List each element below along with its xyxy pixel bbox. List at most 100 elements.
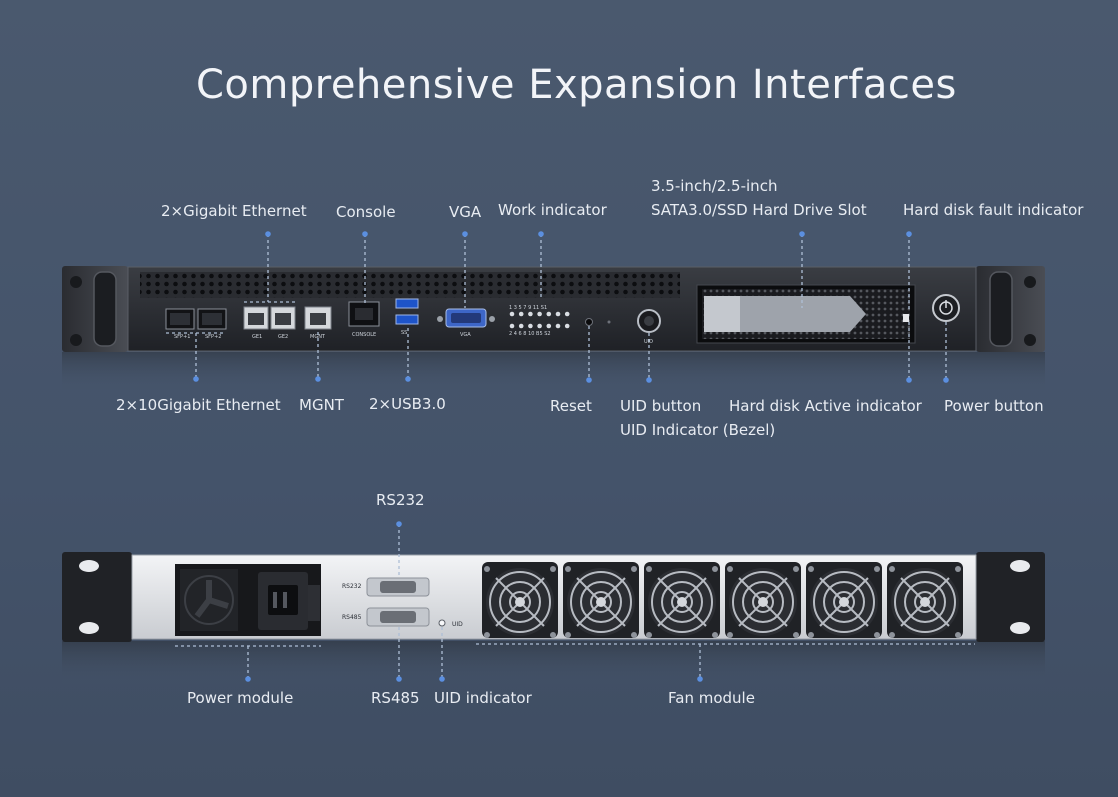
callout-dot [646, 377, 652, 383]
fan-screw [793, 632, 799, 638]
fan-screw [955, 632, 961, 638]
fan-screw [646, 566, 652, 572]
label-uid-indicator-bezel: UID Indicator (Bezel) [620, 421, 776, 439]
rj45-socket [310, 313, 326, 325]
front-ear-hole [70, 276, 82, 288]
fan-screw [484, 566, 490, 572]
fan-guard-ring [742, 581, 784, 623]
fan-hub [920, 597, 930, 607]
rs232-print: RS232 [342, 583, 362, 590]
callout-dot [315, 376, 321, 382]
indicator-led [537, 323, 542, 329]
label-uid-button: UID button [620, 397, 702, 415]
db9-socket [380, 611, 416, 623]
rear-ear-hole [1010, 622, 1030, 634]
usb-print: SS [401, 330, 407, 336]
rj45-socket [248, 313, 264, 325]
sfp2-print: SFP+2 [205, 334, 221, 340]
page-title: Comprehensive Expansion Interfaces [196, 62, 957, 108]
callout-dot [586, 377, 592, 383]
callout-dot [193, 376, 199, 382]
drive-tray-face [704, 296, 740, 332]
front-handle-right [989, 271, 1013, 347]
label-uid-indicator: UID indicator [434, 689, 532, 707]
indicator-led [555, 311, 561, 317]
sfp-cage [202, 313, 222, 325]
callout-dot [396, 521, 402, 527]
label-console: Console [336, 203, 396, 221]
callout-dot [265, 231, 271, 237]
front-vent [140, 272, 680, 298]
fan-guard-ring [914, 591, 936, 613]
rear-uid-led [438, 619, 446, 627]
fan-screw [712, 566, 718, 572]
drive-latch [903, 314, 909, 322]
label-drive-slot-line1: 3.5-inch/2.5-inch [651, 177, 778, 195]
indicator-led [537, 311, 542, 317]
led-row2-print: 2 4 6 8 10 B5 S2 [509, 331, 551, 337]
rear-uid-print: UID [452, 621, 463, 628]
label-10gig-ethernet: 2×10Gigabit Ethernet [116, 396, 281, 414]
drive-tray-handle[interactable] [704, 296, 866, 332]
rear-rack-ear-left [62, 552, 132, 642]
vga-screw [489, 316, 495, 322]
fan-guard-ring [894, 571, 956, 633]
rj45-socket [355, 308, 373, 320]
front-panel: SFP+1 SFP+2 GE1 GE2 MGNT CONSOLE SS [62, 266, 1045, 392]
fan-guard-ring [823, 581, 865, 623]
fan-guard-ring [661, 581, 703, 623]
indicator-led [555, 323, 561, 329]
callout-dot [362, 231, 368, 237]
indicator-led [564, 311, 570, 317]
fan-screw [889, 632, 895, 638]
fan-screw [955, 566, 961, 572]
front-reflection [62, 352, 1045, 392]
rear-ear-hole [79, 560, 99, 572]
fan-screw [874, 632, 880, 638]
fan-hub [596, 597, 606, 607]
reset-button[interactable] [585, 318, 593, 326]
indicator-led [546, 323, 552, 329]
fan-hub [515, 597, 525, 607]
label-power-button: Power button [944, 397, 1044, 415]
callout-dot [538, 231, 544, 237]
callout-dot [906, 377, 912, 383]
label-power-module: Power module [187, 689, 294, 707]
mgnt-print: MGNT [310, 334, 326, 340]
fan-guard-ring [489, 571, 551, 633]
fan-hub [677, 597, 687, 607]
rj45-socket [275, 313, 291, 325]
status-dot [607, 320, 611, 324]
indicator-led [509, 311, 515, 317]
vga-screw [437, 316, 443, 322]
callout-lines [166, 231, 975, 682]
usb-port-2 [395, 314, 419, 325]
front-ear-hole [1024, 334, 1036, 346]
fan-guard-ring [570, 571, 632, 633]
rear-ear-hole [1010, 560, 1030, 572]
front-ear-hole [1024, 276, 1036, 288]
fan-screw [808, 632, 814, 638]
vga-pins [451, 313, 481, 323]
fan-hub [839, 597, 849, 607]
fan-screw [727, 632, 733, 638]
rear-ear-hole [79, 622, 99, 634]
uid-button-center [644, 316, 654, 326]
led-row1-print: 1 3 5 7 9 11 S1 [509, 305, 547, 311]
db9-socket [380, 581, 416, 593]
fan-screw [631, 632, 637, 638]
label-vga: VGA [449, 203, 482, 221]
psu-fan-guard [184, 575, 234, 625]
callout-dot [462, 231, 468, 237]
callout-dot [906, 231, 912, 237]
fan-guard-ring [509, 591, 531, 613]
front-handle-left [93, 271, 117, 347]
rear-reflection [62, 641, 1045, 685]
fan-screw [808, 566, 814, 572]
label-work-indicator: Work indicator [498, 201, 607, 219]
fan-screw [727, 566, 733, 572]
label-gigabit-ethernet: 2×Gigabit Ethernet [161, 202, 307, 220]
ge1-print: GE1 [252, 334, 262, 340]
fan-guard-ring [671, 591, 693, 613]
